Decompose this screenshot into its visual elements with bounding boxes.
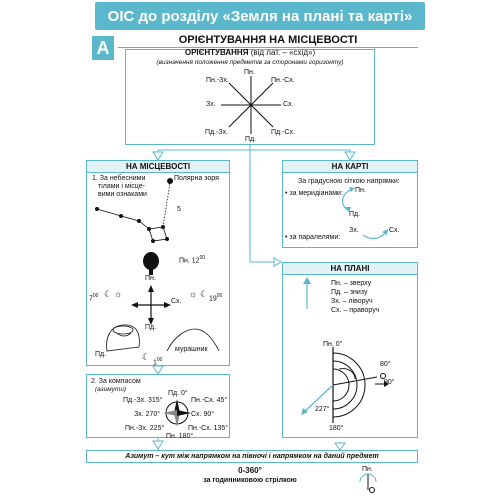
az-se: Пн.-Сх. 135°	[188, 425, 229, 432]
rose-se: Пд.-Сх.	[271, 129, 295, 136]
orientation-heading: ОРІЄНТУВАННЯ (від лат. – «схід»)	[126, 49, 374, 57]
one-text: 1	[153, 359, 157, 367]
az-s: Пн. 180°	[166, 433, 194, 440]
plan-227: 227°	[315, 406, 330, 413]
plan-title: НА ПЛАНІ	[283, 263, 417, 275]
noon-text: Пн. 12	[179, 257, 200, 265]
terrain-item1-line1: 1. За небесними	[92, 175, 146, 182]
wind-rose	[221, 76, 281, 134]
section-title: ОРІЄНТУВАННЯ НА МІСЦЕВОСТІ	[178, 34, 358, 46]
terrain-item1-line3: вими ознаками	[98, 191, 147, 198]
terrain-item1-line2: тілами і місце-	[98, 183, 145, 190]
rose-e: Сх.	[283, 101, 294, 108]
seven-label: 700	[89, 292, 98, 303]
section-badge: А	[92, 36, 114, 60]
az-w: Зх. 270°	[134, 411, 161, 418]
map-title: НА КАРТІ	[283, 161, 417, 173]
map-w-label: Зх.	[349, 227, 359, 234]
nineteen-sup: 00	[216, 293, 223, 299]
polaris-label: Полярна зоря	[174, 175, 219, 182]
page-banner-title: ОІС до розділу «Земля на плані та карті»	[95, 2, 425, 30]
plan-180: 180°	[329, 425, 344, 432]
terrain-s-label: Пд.	[145, 324, 157, 331]
rose-ne: Пн.-Сх.	[271, 77, 295, 84]
plan-90: 90°	[384, 379, 395, 386]
rose-nw: Пн.-Зх.	[206, 77, 229, 84]
azimuth-n-label: Пн.	[362, 466, 373, 473]
azimuth-range: 0-360°	[238, 466, 262, 475]
az-nw: Пд.-Зх. 315°	[123, 397, 163, 404]
map-e-label: Сх.	[389, 227, 400, 234]
azimuth-definition-box: Азимут – кут між напрямком на півночі і …	[86, 450, 418, 463]
az-sw: Пн.-Зх. 225°	[125, 425, 165, 432]
one-label: 100	[153, 356, 162, 367]
moon-icon: ☾	[104, 289, 113, 299]
nineteen-text: 19	[209, 295, 217, 303]
rose-sw: Пд.-Зх.	[205, 129, 229, 136]
az-n: Пд. 0°	[168, 390, 188, 397]
map-meridians: • за меридіанами:	[285, 190, 343, 197]
compass-azimuths: (азимути)	[95, 386, 127, 393]
title-underline	[118, 47, 418, 48]
map-arrows	[342, 187, 388, 240]
map-n-label: Пн.	[355, 187, 366, 194]
terrain-title: НА МІСЦЕВОСТІ	[87, 161, 229, 173]
plan-n0: Пн. 0°	[323, 341, 343, 348]
seven-sup: 00	[92, 293, 99, 299]
distance-five-label: 5	[177, 206, 181, 213]
sun-icon: ☼	[114, 289, 123, 299]
orientation-box: ОРІЄНТУВАННЯ (від лат. – «схід») (визнач…	[125, 49, 375, 145]
azimuth-clockwise: за годинниковою стрілкою	[203, 477, 297, 484]
map-grid-text: За градусною сіткою напрямки:	[298, 178, 400, 185]
rose-n: Пн.	[244, 69, 255, 76]
nineteen-label: 1900	[209, 292, 222, 303]
moon-icon: ☾	[200, 289, 209, 299]
rose-s: Пд.	[245, 136, 257, 143]
az-e: Сх. 90°	[191, 411, 215, 418]
orientation-title: ОРІЄНТУВАННЯ	[184, 48, 249, 57]
terrain-e-label: Сх.	[171, 298, 182, 305]
stump-pd-label: Пд.	[95, 351, 107, 358]
map-box: НА КАРТІ За градусною сіткою напрямки: •…	[282, 160, 418, 248]
moon-icon: ☾	[142, 352, 151, 362]
az-ne: Пн.-Сх. 45°	[191, 397, 228, 404]
big-dipper-drawing	[95, 178, 220, 352]
plan-up: Пн. – зверху	[331, 280, 372, 287]
orientation-definition: (визначення положення предметів за сторо…	[156, 59, 344, 66]
terrain-n-label: Пн.	[145, 275, 156, 282]
sun-icon: ☼	[189, 289, 198, 299]
azimuth-definition: Азимут – кут між напрямком на півночі і …	[125, 453, 379, 460]
plan-box: НА ПЛАНІ Пн. – зверху Пд. – знизу Зх. – …	[282, 262, 418, 438]
seven-text: 7	[89, 295, 93, 303]
plan-80: 80°	[380, 361, 391, 368]
plan-down: Пд. – знизу	[331, 289, 368, 296]
noon-label: Пн. 1200	[179, 254, 205, 265]
map-s-label: Пд.	[349, 211, 361, 218]
one-sup: 00	[156, 357, 163, 363]
terrain-box: НА МІСЦЕВОСТІ 1. За небесними тілами і м…	[86, 160, 230, 366]
plan-left: Зх. – ліворуч	[331, 298, 373, 305]
map-parallels: • за паралелями:	[285, 234, 341, 241]
orientation-etymology: (від лат. – «схід»)	[250, 48, 316, 57]
anthill-label: мурашник	[175, 346, 208, 353]
compass-box: 2. За компасом (азимути) Пд. 0° Пн.-Сх. …	[86, 374, 230, 440]
plan-right: Сх. – праворуч	[331, 307, 380, 314]
plan-protractor	[301, 277, 389, 423]
noon-sup: 00	[199, 255, 206, 261]
rose-w: Зх.	[206, 101, 216, 108]
compass-rose	[163, 399, 191, 427]
compass-item2: 2. За компасом	[91, 378, 141, 385]
